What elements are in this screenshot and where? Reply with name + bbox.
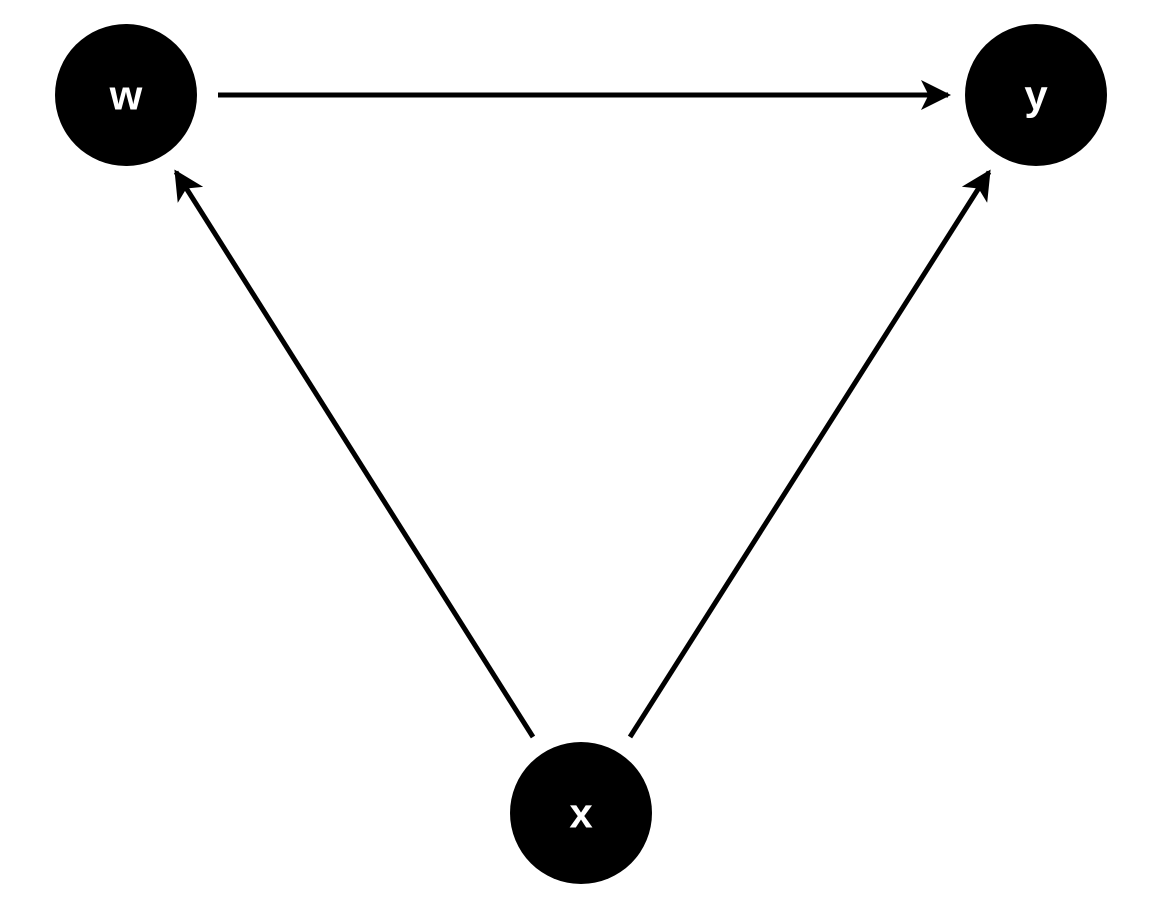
node-x-label: x <box>569 790 593 837</box>
edges <box>173 80 992 739</box>
node-y-label: y <box>1024 72 1048 119</box>
node-w-circle <box>55 24 197 166</box>
node-y: y <box>965 24 1107 166</box>
edge-x-to-w <box>173 169 536 739</box>
node-x: x <box>510 742 652 884</box>
node-x-circle <box>510 742 652 884</box>
node-y-circle <box>965 24 1107 166</box>
edge-x-to-y <box>627 169 992 739</box>
node-w-label: w <box>109 72 143 119</box>
node-w: w <box>55 24 197 166</box>
